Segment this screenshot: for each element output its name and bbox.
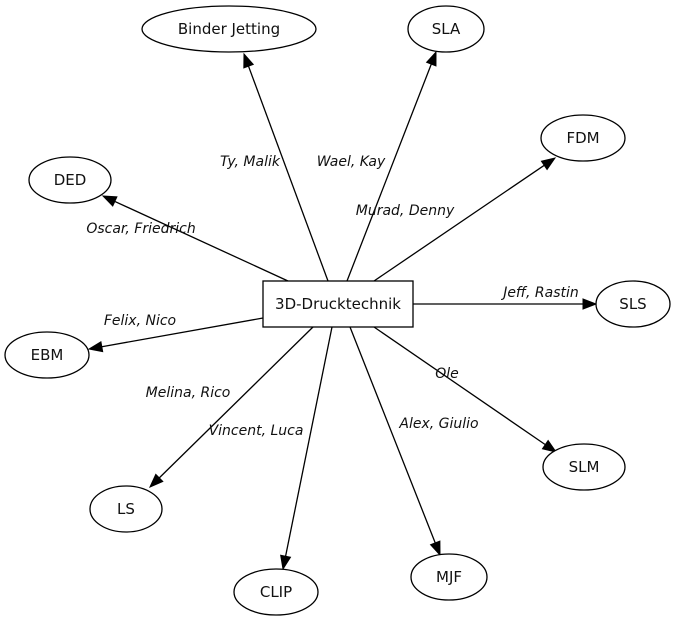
node-ellipse [233, 568, 319, 616]
arrowhead-icon [540, 157, 557, 171]
node-label: LS [117, 500, 135, 518]
node-ellipse [542, 443, 626, 491]
node-label: 3D-Drucktechnik [275, 295, 401, 313]
edge-line [346, 63, 432, 282]
edge-label: Ole [435, 366, 459, 382]
node-center[interactable]: 3D-Drucktechnik [262, 280, 414, 328]
node-label: EBM [31, 346, 64, 364]
edge-line [247, 65, 329, 282]
node-sla[interactable]: SLA [407, 5, 485, 53]
edge-sls: Jeff, Rastin [413, 285, 598, 310]
edge-label: Ty, Malik [220, 154, 281, 170]
node-ellipse [89, 485, 163, 533]
nodes-layer: 3D-Drucktechnik Binder Jetting SLA FDM DED SL… [4, 5, 671, 616]
edge-label: Melina, Rico [146, 385, 231, 401]
node-ellipse [540, 114, 626, 162]
node-clip[interactable]: CLIP [233, 568, 319, 616]
arrowhead-icon [280, 554, 292, 571]
edge-binder-jetting: Ty, Malik [220, 52, 329, 282]
edge-line [373, 326, 546, 446]
arrowhead-icon [425, 50, 437, 67]
edge-ded: Oscar, Friedrich [86, 195, 289, 282]
node-ellipse [28, 156, 112, 204]
node-label: SLM [569, 458, 600, 476]
arrowhead-icon [582, 298, 598, 310]
node-label: SLS [619, 295, 646, 313]
edge-sla: Wael, Kay [317, 50, 437, 282]
node-box [262, 280, 414, 328]
node-label: Binder Jetting [178, 20, 280, 38]
node-sls[interactable]: SLS [595, 280, 671, 328]
node-mjf[interactable]: MJF [410, 553, 488, 601]
arrowhead-icon [429, 540, 441, 557]
edge-line [158, 326, 314, 479]
edge-label: Alex, Giulio [398, 416, 478, 432]
edge-line [373, 164, 545, 282]
node-label: CLIP [260, 583, 292, 601]
node-ls[interactable]: LS [89, 485, 163, 533]
edge-label: Oscar, Friedrich [86, 221, 195, 237]
node-ellipse [595, 280, 671, 328]
arrowhead-icon [541, 439, 558, 453]
node-label: SLA [432, 20, 461, 38]
node-ebm[interactable]: EBM [4, 331, 90, 379]
edge-ebm: Felix, Nico [87, 313, 264, 353]
edge-clip: Vincent, Luca [209, 326, 333, 571]
edge-mjf: Alex, Giulio [349, 326, 479, 557]
node-ellipse [407, 5, 485, 53]
edge-label: Vincent, Luca [209, 423, 304, 439]
edge-ls: Melina, Rico [146, 326, 314, 488]
node-label: FDM [566, 129, 599, 147]
edge-slm: Ole [373, 326, 558, 453]
arrowhead-icon [87, 340, 104, 353]
node-binder-jetting[interactable]: Binder Jetting [141, 5, 317, 53]
node-fdm[interactable]: FDM [540, 114, 626, 162]
node-label: MJF [436, 568, 462, 586]
node-slm[interactable]: SLM [542, 443, 626, 491]
edge-label: Wael, Kay [317, 154, 386, 170]
node-ded[interactable]: DED [28, 156, 112, 204]
node-ellipse [410, 553, 488, 601]
edge-line [284, 326, 333, 557]
node-ellipse [4, 331, 90, 379]
edge-label: Murad, Denny [356, 203, 455, 219]
node-ellipse [141, 5, 317, 53]
edge-fdm: Murad, Denny [356, 157, 557, 282]
arrowhead-icon [149, 473, 164, 488]
arrowhead-icon [243, 52, 255, 69]
edge-line [114, 200, 289, 282]
edge-label: Jeff, Rastin [500, 285, 579, 301]
edge-line [349, 326, 436, 544]
arrowhead-icon [101, 195, 118, 207]
edge-label: Felix, Nico [104, 313, 176, 329]
edge-line [101, 317, 264, 348]
node-label: DED [54, 171, 87, 189]
